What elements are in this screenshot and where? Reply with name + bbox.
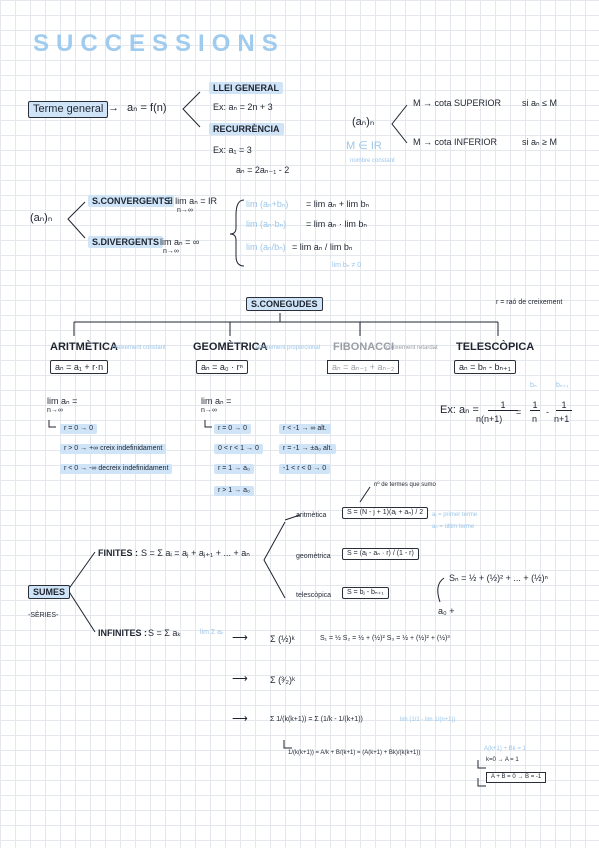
finite-geometrica-label: geomètrica bbox=[296, 553, 331, 560]
telescopica-example-eq: = bbox=[516, 407, 522, 417]
telescopica-term2-num: 1 bbox=[556, 400, 572, 412]
example-3-arrow: ⟶ bbox=[232, 713, 248, 725]
limit-sum-left: lim (aₙ+bₙ) bbox=[246, 199, 289, 209]
telescopica-term1-den: n bbox=[532, 414, 538, 424]
cota-inferior-condition: si aₙ ≥ M bbox=[522, 137, 558, 147]
fibonacci-note: creixement retardat bbox=[386, 345, 438, 351]
decomposition-note-2: k=0 → A = 1 bbox=[486, 757, 519, 763]
finite-telescopica-formula: S = bⱼ - bₙ₊₁ bbox=[342, 587, 389, 600]
geometrica-limit-head: lim aₙ = bbox=[201, 396, 232, 406]
example-1-partials: S₁ = ½ S₂ = ½ + (½)² S₃ = ½ + (½)² + (½)… bbox=[320, 635, 450, 642]
telescopica-example-den: n(n+1) bbox=[476, 414, 503, 424]
aritmetica-limit-head-sub: n→∞ bbox=[47, 407, 63, 414]
partial-sum-note: a₀ + bbox=[438, 606, 455, 616]
note-m-real: M ∈ IR bbox=[346, 140, 382, 152]
cota-inferior: M → cota INFERIOR bbox=[413, 137, 498, 147]
example-2-arrow: ⟶ bbox=[232, 673, 248, 685]
convergents-n-inf: n→∞ bbox=[177, 207, 193, 214]
cota-superior: M → cota SUPERIOR bbox=[413, 98, 502, 108]
telescopica-example-num: 1 bbox=[488, 400, 518, 412]
terme-general-label: Terme general bbox=[28, 101, 109, 118]
conegudes-note: r = raó de creixement bbox=[496, 299, 563, 306]
infinites-note: lim Σ aₖ bbox=[200, 629, 225, 636]
finite-aritmetica-label: aritmètica bbox=[296, 512, 327, 519]
finites-label: FINITES : bbox=[98, 548, 138, 558]
geometrica-r-minus-1: r = -1 → ±a₀ alt. bbox=[279, 444, 337, 455]
geometrica-r-greater-1: r > 1 → a₀ bbox=[214, 486, 254, 497]
example-3-series: Σ 1/(k(k+1)) = Σ (1/k - 1/(k+1)) bbox=[270, 716, 363, 723]
telescopica-term2-den: n+1 bbox=[554, 414, 570, 424]
convergents-label: S.CONVERGENTS bbox=[88, 195, 175, 208]
finite-telescopica-label: telescòpica bbox=[296, 592, 332, 599]
recurrencia-example-2: aₙ = 2aₙ₋₁ - 2 bbox=[236, 165, 290, 175]
aritmetica-note: creixement constant bbox=[112, 345, 166, 351]
aritmetica-title: ARITMÈTICA bbox=[50, 341, 118, 353]
terme-arrow: → bbox=[108, 102, 119, 114]
fibonacci-formula: aₙ = aₙ₋₁ + aₙ₋₂ bbox=[327, 360, 400, 375]
page-title: SUCCESSIONS bbox=[33, 30, 285, 57]
divergents-n-inf: n→∞ bbox=[163, 248, 179, 255]
limit-quotient-left: lim (aₙ/bₙ) bbox=[246, 242, 286, 252]
telescopica-bn1-label: bₙ₊₁ bbox=[556, 382, 569, 389]
telescopica-term1-num: 1 bbox=[530, 400, 540, 412]
terme-formula: aₙ = f(n) bbox=[127, 102, 167, 114]
finites-formula: S = Σ aᵢ = aⱼ + aⱼ₊₁ + ... + aₙ bbox=[141, 548, 250, 558]
example-1-series: Σ (½)ᵏ bbox=[270, 634, 295, 644]
telescopica-title: TELESCÒPICA bbox=[456, 341, 535, 353]
llei-general-example: Ex: aₙ = 2n + 3 bbox=[213, 102, 273, 112]
geometrica-note: creixement proporcional bbox=[256, 345, 321, 351]
n-terms-note: nº de termes que sumo bbox=[374, 482, 436, 488]
first-term-note: aⱼ = primer terme bbox=[432, 512, 478, 518]
divergents-condition: lim aₙ = ∞ bbox=[160, 237, 200, 247]
divergents-label: S.DIVERGENTS bbox=[88, 236, 164, 249]
aritmetica-r-zero: r = 0 → 0 bbox=[60, 424, 97, 435]
geometrica-r-between-minus1-0: -1 < r < 0 → 0 bbox=[279, 464, 331, 475]
convergents-condition: ∃ lim aₙ = IR bbox=[167, 196, 218, 206]
recurrencia-label: RECURRÈNCIA bbox=[209, 123, 284, 136]
aritmetica-limit-head: lim aₙ = bbox=[47, 396, 78, 406]
geometrica-r-zero: r = 0 → 0 bbox=[214, 424, 251, 435]
geometrica-formula: aₙ = a₀ · rⁿ bbox=[196, 360, 248, 375]
telescopica-minus: - bbox=[546, 407, 549, 417]
note-m-constant: nombre constant bbox=[350, 158, 395, 164]
cota-superior-condition: si aₙ ≤ M bbox=[522, 98, 558, 108]
geometrica-r-less-minus-1: r < -1 → ∞ alt. bbox=[279, 424, 331, 435]
aritmetica-r-positive: r > 0 → +∞ creix indefinidament bbox=[60, 444, 167, 455]
geometrica-r-one: r = 1 → a₀ bbox=[214, 464, 254, 475]
recurrencia-example-1: Ex: a₁ = 3 bbox=[213, 145, 252, 155]
aritmetica-formula: aₙ = a₁ + r·n bbox=[50, 360, 109, 375]
example-1-arrow: ⟶ bbox=[232, 632, 248, 644]
aritmetica-r-negative: r < 0 → -∞ decreix indefinidament bbox=[60, 464, 173, 475]
limit-product-right: = lim aₙ · lim bₙ bbox=[306, 219, 367, 229]
partial-sum: Sₙ = ½ + (½)² + ... + (½)ⁿ bbox=[449, 573, 548, 583]
last-term-note: aₙ = últim terme bbox=[432, 524, 475, 530]
decomposition-note-1: A(k+1) + Bk = 1 bbox=[484, 746, 526, 752]
example-2-series: Σ (³⁄₂)ᵏ bbox=[270, 675, 296, 685]
sumes-label: SUMES bbox=[28, 585, 71, 600]
fibonacci-title: FIBONACCI bbox=[333, 341, 395, 353]
llei-general-label: LLEI GENERAL bbox=[209, 82, 284, 95]
geometrica-limit-head-sub: n→∞ bbox=[201, 407, 217, 414]
limit-product-left: lim (aₙ·bₙ) bbox=[246, 219, 287, 229]
decomposition-note-3: A + B = 0 → B = -1 bbox=[486, 772, 547, 783]
example-3-note: lim (1/1 - lim 1/(n+1)) bbox=[400, 717, 456, 723]
decomposition: 1/(k(k+1)) = A/k + B/(k+1) = (A(k+1) + B… bbox=[288, 750, 421, 756]
limit-quotient-right: = lim aₙ / lim bₙ bbox=[292, 242, 353, 252]
conegudes-title: S.CONEGUDES bbox=[246, 297, 323, 312]
telescopica-bn-label: bₙ bbox=[530, 382, 537, 389]
telescopica-example-label: Ex: aₙ = bbox=[440, 404, 479, 416]
cotes-sequence: (aₙ)ₙ bbox=[352, 116, 375, 128]
telescopica-formula: aₙ = bₙ - bₙ₊₁ bbox=[454, 360, 516, 375]
geometrica-r-between-0-1: 0 < r < 1 → 0 bbox=[214, 444, 263, 455]
limit-sum-right: = lim aₙ + lim bₙ bbox=[306, 199, 370, 209]
geometrica-title: GEOMÈTRICA bbox=[193, 341, 268, 353]
infinites-formula: S = Σ aₖ bbox=[148, 628, 182, 638]
infinites-label: INFINITES : bbox=[98, 628, 147, 638]
finite-geometrica-formula: S = (aⱼ - aₙ · r) / (1 - r) bbox=[342, 548, 419, 561]
limit-quotient-note: lim bₙ ≠ 0 bbox=[332, 262, 362, 269]
sumes-subtitle: -SÈRIES- bbox=[28, 612, 59, 619]
finite-aritmetica-formula: S = (N - j + 1)(aⱼ + aₙ) / 2 bbox=[342, 507, 429, 520]
convergencia-sequence: (aₙ)ₙ bbox=[30, 212, 53, 224]
